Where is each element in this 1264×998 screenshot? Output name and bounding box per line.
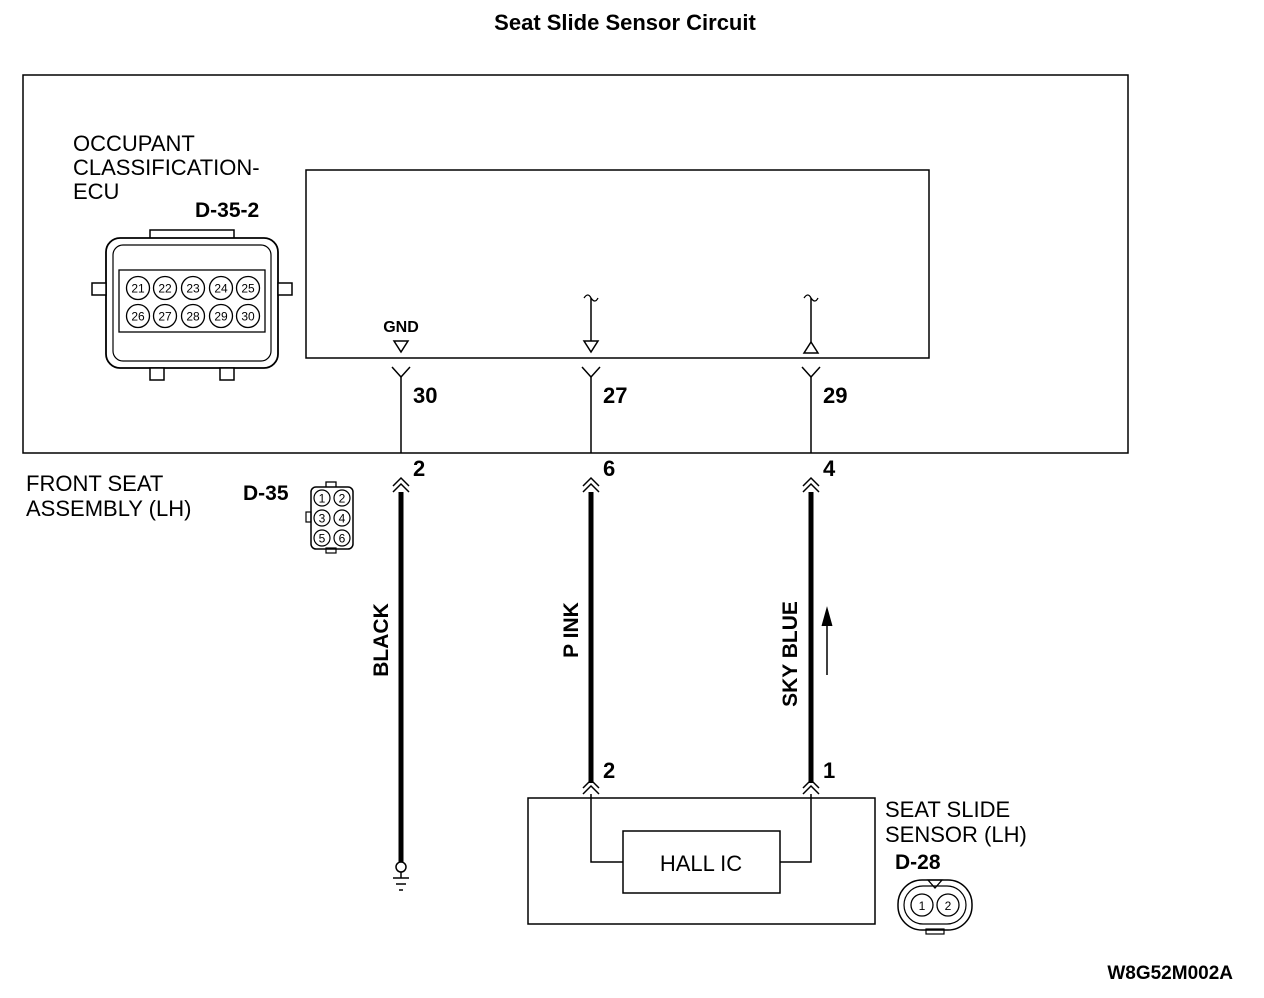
sensor-terminal-number: 1: [823, 758, 835, 783]
harness-connector-icon: [392, 477, 410, 493]
ground-icon: [393, 861, 409, 891]
seat-pin-label: 2: [339, 492, 346, 506]
ecu-terminal-number: 27: [603, 383, 627, 408]
sensor-name-line-2: SENSOR (LH): [885, 822, 1027, 847]
ecu-name-line-1: OCCUPANT: [73, 131, 195, 156]
ecu-terminal-27: [581, 366, 601, 453]
ecu-pin-label: 28: [186, 310, 200, 324]
ecu-name-line-3: ECU: [73, 179, 119, 204]
input-triangle-icon: [582, 340, 600, 354]
signal-direction-arrow-icon: [821, 606, 833, 675]
sensor-pin-label: 2: [945, 899, 952, 913]
ecu-terminal-number: 30: [413, 383, 437, 408]
ecu-pin-label: 27: [158, 310, 172, 324]
sensor-name-line-1: SEAT SLIDE: [885, 797, 1010, 822]
sensor-name: SEAT SLIDE SENSOR (LH): [885, 797, 1027, 847]
ecu-pin-label: 26: [131, 310, 145, 324]
sensor-internal-wire: [780, 794, 812, 863]
gnd-label: GND: [383, 319, 419, 336]
seat-connector-id: D-35: [243, 482, 289, 505]
sensor-box: [527, 797, 876, 925]
seat-connector-icon: 1 2 3 4 5 6: [305, 481, 354, 554]
figure-code: W8G52M002A: [1107, 963, 1233, 984]
hall-ic-box: [622, 830, 781, 894]
ecu-name: OCCUPANT CLASSIFICATION- ECU: [73, 131, 260, 204]
wire-color-label-pink: P INK: [560, 602, 583, 658]
seat-assembly-name: FRONT SEAT ASSEMBLY (LH): [26, 471, 191, 521]
sensor-connector-id: D-28: [895, 851, 941, 874]
harness-terminal-number: 2: [413, 456, 425, 481]
pink-internal-signal: [582, 294, 600, 354]
sensor-internal-wire: [590, 794, 623, 863]
ecu-pin-label: 22: [158, 282, 172, 296]
wire-color-label-black: BLACK: [370, 603, 393, 677]
skyblue-internal-signal: [802, 294, 820, 354]
seat-assembly-line-2: ASSEMBLY (LH): [26, 496, 191, 521]
harness-terminal-number: 4: [823, 456, 836, 481]
wire-color-label-skyblue: SKY BLUE: [779, 601, 802, 707]
ecu-pin-label: 23: [186, 282, 200, 296]
ecu-boundary-box: [22, 74, 1129, 454]
harness-connector-icon: [802, 477, 820, 493]
ecu-connector-icon: 21 22 23 24 25 26 27 28 29 30: [91, 229, 293, 381]
ecu-terminal-number: 29: [823, 383, 847, 408]
seat-pin-label: 3: [319, 512, 326, 526]
sensor-pin-label: 1: [919, 899, 926, 913]
ecu-pin-label: 25: [241, 282, 255, 296]
diagram-title: Seat Slide Sensor Circuit: [494, 10, 756, 35]
harness-terminal-number: 6: [603, 456, 615, 481]
output-triangle-icon: [802, 340, 820, 354]
ecu-terminal-29: [801, 366, 821, 453]
seat-pin-label: 4: [339, 512, 346, 526]
sensor-terminal-number: 2: [603, 758, 615, 783]
ecu-internal-box: [305, 169, 930, 359]
sensor-connector-icon: 1 2: [897, 879, 973, 935]
ecu-pin-label: 21: [131, 282, 145, 296]
gnd-input-triangle-icon: [392, 340, 410, 354]
ecu-pin-label: 30: [241, 310, 255, 324]
ecu-pin-label: 29: [214, 310, 228, 324]
seat-pin-label: 5: [319, 532, 326, 546]
seat-pin-label: 1: [319, 492, 326, 506]
ecu-name-line-2: CLASSIFICATION-: [73, 155, 260, 180]
ecu-pin-label: 24: [214, 282, 228, 296]
harness-connector-icon: [582, 477, 600, 493]
hall-ic-label: HALL IC: [660, 851, 742, 876]
seat-assembly-line-1: FRONT SEAT: [26, 471, 163, 496]
ecu-terminal-30: [391, 366, 411, 453]
ecu-connector-id: D-35-2: [195, 199, 259, 222]
seat-pin-label: 6: [339, 532, 346, 546]
